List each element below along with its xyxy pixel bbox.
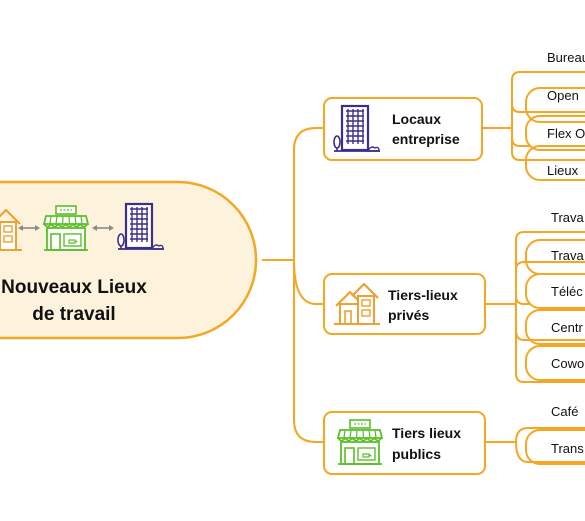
central-node: Nouveaux Lieux de travail: [0, 180, 258, 340]
leaf-label-trans: Trans: [551, 441, 584, 456]
branch-label-line2: privés: [388, 307, 429, 323]
leaf-label-trava-2: Trava: [551, 248, 585, 263]
branch-label-line2: publics: [392, 446, 441, 462]
leaf-label-bureau: Bureau: [547, 50, 585, 65]
branch-label-line1: Tiers lieux: [392, 425, 461, 441]
leaf-box-flex: [525, 115, 585, 151]
leaf-boxes: [525, 87, 585, 465]
leaf-box-lieux: [525, 145, 585, 181]
leaf-box-open: [525, 87, 585, 123]
leaf-box-cowo: [525, 345, 585, 381]
leaf-box-telec: [525, 273, 585, 309]
branch-locaux-entreprise: Locaux entreprise: [323, 97, 483, 161]
leaf-box-centr: [525, 309, 585, 345]
connector-leaf-trava-1: [515, 231, 585, 304]
leaf-label-cowo: Cowo: [551, 356, 584, 371]
leaf-label-lieux: Lieux: [547, 163, 579, 178]
connector-leaf-cowo: [515, 304, 585, 383]
leaf-label-flex: Flex O: [547, 126, 585, 141]
connector-leaf-cafe: [515, 427, 585, 443]
leaf-box-trans: [525, 429, 585, 465]
branch-label-line2: entreprise: [392, 131, 460, 147]
central-connectors: [262, 127, 324, 443]
connector-to-tiers-publics: [293, 260, 324, 443]
connector-leaf-centr: [515, 329, 585, 341]
branch-tiers-lieux-publics: Tiers lieux publics: [323, 411, 486, 475]
connector-leaf-lieux: [511, 112, 585, 161]
connector-leaf-telec: [515, 295, 530, 305]
leaf-label-telec: Téléc: [551, 284, 583, 299]
branch-label-line1: Tiers-lieux: [388, 287, 458, 303]
leaf-connectors: [482, 71, 585, 463]
connector-leaf-bureau: [511, 71, 585, 128]
leaf-label-trava-1: Trava: [551, 210, 585, 225]
connector-to-locaux: [293, 127, 324, 260]
leaf-label-centr: Centr: [551, 320, 583, 335]
leaf-labels: Bureau Open Flex O Lieux Trava Trava Tél…: [547, 50, 585, 456]
leaf-label-open: Open: [547, 88, 579, 103]
central-title-line2: de travail: [32, 304, 115, 325]
connector-leaf-open: [511, 103, 585, 113]
branch-tiers-lieux-prives: Tiers-lieux privés: [323, 273, 486, 335]
connector-leaf-flex: [511, 128, 530, 147]
connector-leaf-trans: [515, 441, 585, 463]
leaf-label-cafe: Café: [551, 404, 578, 419]
connector-leaf-trava-2: [515, 261, 585, 271]
central-title-line1: Nouveaux Lieux: [1, 277, 147, 298]
connector-to-tiers-prives: [293, 259, 324, 305]
branch-label-line1: Locaux: [392, 111, 441, 127]
